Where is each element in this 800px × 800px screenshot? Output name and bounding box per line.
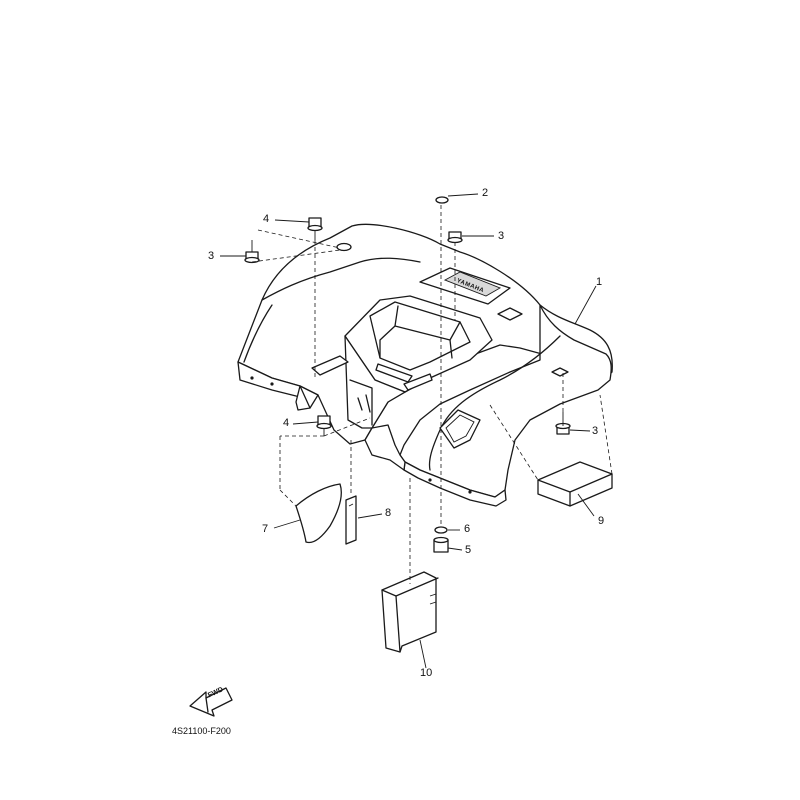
callout-4-lower: 4 — [283, 417, 290, 429]
screw-3-right — [555, 412, 571, 435]
callout-3-top: 3 — [498, 230, 505, 242]
callout-2: 2 — [482, 187, 489, 199]
strip-8 — [345, 495, 357, 545]
flap-7 — [295, 483, 342, 544]
callout-10: 10 — [420, 667, 433, 679]
callout-6: 6 — [464, 523, 471, 535]
callout-3-left: 3 — [208, 250, 215, 262]
cap-2 — [435, 196, 449, 204]
bolt-4-top — [307, 217, 323, 240]
callout-8: 8 — [385, 507, 392, 519]
callout-3-right: 3 — [592, 425, 599, 437]
assembly-lines — [251, 205, 613, 584]
rear-fender — [237, 223, 613, 507]
washer-6 — [434, 526, 448, 534]
lower-flap-10 — [381, 571, 439, 653]
callout-7: 7 — [262, 523, 269, 535]
nut-5 — [433, 536, 449, 553]
screw-3-left — [244, 240, 260, 264]
fwd-arrow — [189, 687, 233, 717]
callout-4-top: 4 — [263, 213, 270, 225]
mudguard-9 — [537, 461, 613, 507]
screw-3-top — [447, 231, 463, 244]
leader-lines — [220, 193, 597, 669]
callout-5: 5 — [465, 544, 472, 556]
callout-9: 9 — [598, 515, 605, 527]
diagram-code: 4S21100-F200 — [172, 726, 231, 736]
bolt-4-lower — [316, 415, 332, 436]
callout-1: 1 — [596, 276, 603, 288]
